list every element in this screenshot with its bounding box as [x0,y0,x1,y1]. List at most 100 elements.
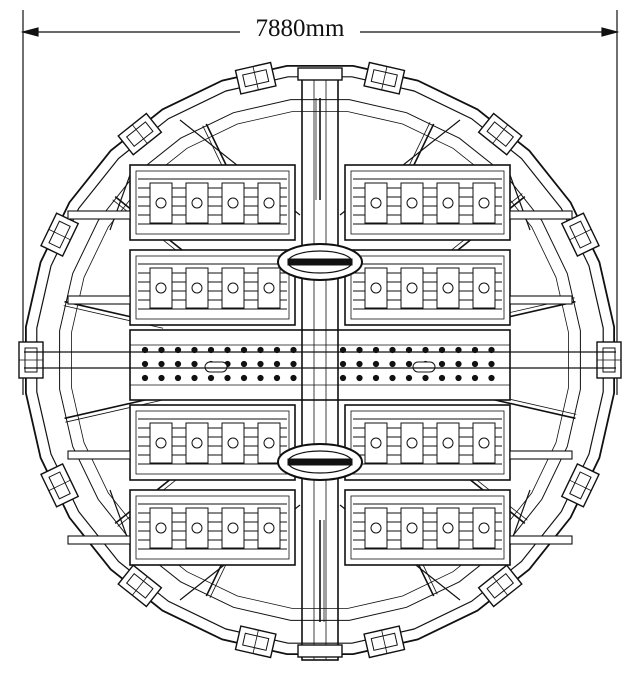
valve-port [406,437,418,449]
bolt-hole [141,374,149,382]
bolt-hole [405,360,413,368]
valve-block [472,267,496,309]
ring-joint [18,341,44,379]
ring-joint [560,212,600,257]
bolt-hole [174,360,182,368]
bolt-hole [339,374,347,382]
joint-line [48,479,71,491]
valve-port [442,522,454,534]
cylinder-rod [509,535,573,545]
joint-line [492,124,508,144]
valve-block [436,507,460,549]
valve-block [257,182,281,224]
module-inner [350,495,505,560]
valve-block [364,182,388,224]
valve-port [370,197,382,209]
bolt-hole [389,360,396,368]
valve-port [478,197,490,209]
center-frame [24,67,616,661]
valve-port [263,197,275,209]
valve-block [221,267,245,309]
bolt-hole [240,374,248,382]
joint-line [569,229,592,241]
bolt-hole [372,360,380,368]
dimension-arrow-right [601,27,620,37]
dimension-arrow-left [20,27,39,37]
valve-block [149,422,173,464]
bolt-hole [438,360,446,368]
valve-block [400,182,424,224]
valve-port [478,522,490,534]
bolt-hole [372,374,380,382]
valve-block [149,267,173,309]
bottom-cap [297,644,343,658]
valve-port [191,282,203,294]
joint-line [132,576,148,596]
valve-port [406,282,418,294]
cutter-module [67,164,296,241]
bolt-hole [257,374,264,382]
union-band [287,458,353,466]
valve-port [370,282,382,294]
valve-port [191,522,203,534]
joint-line [132,124,148,144]
bolt-hole [488,374,495,382]
valve-port [442,282,454,294]
cutter-module [344,404,573,481]
valve-port [442,437,454,449]
valve-block [436,422,460,464]
bolt-hole [158,360,165,368]
valve-port [370,522,382,534]
bolt-hole [290,360,297,368]
valve-port [155,197,167,209]
center-plate [129,329,511,401]
slot [412,361,436,373]
cylinder-rod [67,295,131,305]
valve-port [370,437,382,449]
ring-joint [40,212,80,257]
valve-block [472,182,496,224]
cutter-module [67,249,296,326]
cutter-modules [67,164,573,566]
ring-joint [363,61,406,95]
valve-block [185,267,209,309]
joint-line [492,576,508,596]
ring-joint [234,61,277,95]
valve-port [478,282,490,294]
ring-polygon [59,99,581,621]
ring-joint [477,112,523,156]
brace [509,174,531,231]
cutter-module [67,404,296,481]
valve-block [364,507,388,549]
valve-port [155,522,167,534]
slot [204,361,228,373]
cylinder-rod [67,535,131,545]
valve-port [155,437,167,449]
bolt-hole [141,360,149,368]
bolt-hole [389,374,396,382]
bolt-hole [273,374,281,382]
valve-port [406,522,418,534]
joint-line [381,630,388,654]
joint-line [48,229,71,241]
bolt-hole [207,374,215,382]
module-inner [135,495,290,560]
valve-block [436,182,460,224]
valve-block [185,507,209,549]
module-inner [350,255,505,320]
valve-block [472,422,496,464]
valve-block [257,507,281,549]
valve-port [227,197,239,209]
valve-block [472,507,496,549]
valve-port [191,197,203,209]
bolt-hole [191,360,198,368]
module-inner [135,410,290,475]
ring-joint [363,625,406,659]
bolt-hole [471,374,479,382]
valve-port [263,437,275,449]
bolt-hole [224,374,231,382]
module-inner [135,170,290,235]
valve-port [227,437,239,449]
